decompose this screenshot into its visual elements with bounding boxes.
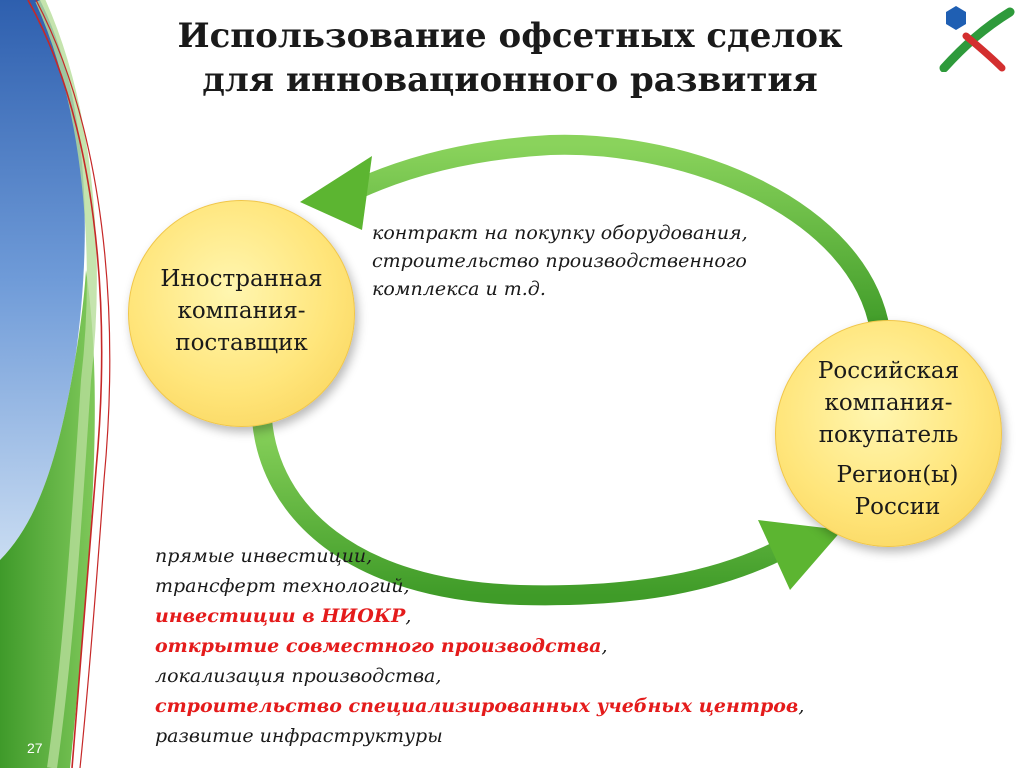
region-label-line: Регион(ы) (836, 462, 959, 488)
top-arrowhead (300, 156, 372, 230)
title-line-1: Использование офсетных сделок (177, 16, 843, 56)
list-item-suffix: , (798, 695, 805, 717)
list-item-highlight-text: строительство специализированных учебных… (155, 695, 799, 717)
list-item: инвестиции в НИОКР, (155, 601, 875, 631)
investment-list: прямые инвестиции, трансферт технологий, и… (155, 541, 875, 751)
list-item-highlight-text: открытие совместного производства (155, 635, 602, 657)
list-item-text: развитие инфраструктуры (155, 725, 443, 747)
list-item: трансферт технологий, (155, 571, 875, 601)
list-item: прямые инвестиции, (155, 541, 875, 571)
supplier-label: Иностранная компания- поставщик (129, 201, 354, 359)
region-label: Регион(ы) России (776, 459, 1001, 523)
supplier-label-line: компания- (177, 298, 306, 324)
bottom-arrow-body (252, 410, 790, 606)
list-item-highlight-text: инвестиции в НИОКР (155, 605, 406, 627)
list-item-text: трансферт технологий, (155, 575, 410, 597)
page-title: Использование офсетных сделок для иннова… (150, 14, 870, 102)
bottom-arrowhead (758, 520, 842, 590)
list-item-suffix: , (405, 605, 412, 627)
list-item: строительство специализированных учебных… (155, 691, 875, 721)
left-decorative-band (0, 0, 111, 768)
list-item-text: прямые инвестиции, (155, 545, 373, 567)
list-item: открытие совместного производства, (155, 631, 875, 661)
buyer-label-line: покупатель (818, 422, 959, 448)
page-number: 27 (27, 740, 43, 756)
company-logo-icon (939, 6, 1015, 72)
buyer-label-line: Российская (817, 358, 960, 384)
contract-note-line: строительство производственного (372, 250, 747, 272)
list-item-suffix: , (601, 635, 608, 657)
title-line-2: для инновационного развития (202, 60, 818, 100)
buyer-circle: Российская компания- покупатель Регион(ы… (775, 320, 1002, 547)
contract-note: контракт на покупку оборудования, строит… (372, 219, 812, 303)
supplier-label-line: поставщик (175, 330, 308, 356)
contract-note-line: комплекса и т.д. (372, 278, 546, 300)
buyer-label-line: компания- (824, 390, 953, 416)
top-arrow-body (350, 134, 890, 340)
contract-note-line: контракт на покупку оборудования, (372, 222, 748, 244)
list-item-text: локализация производства, (155, 665, 442, 687)
region-label-line: России (854, 494, 941, 520)
list-item: развитие инфраструктуры (155, 721, 875, 751)
supplier-circle: Иностранная компания- поставщик (128, 200, 355, 427)
list-item: локализация производства, (155, 661, 875, 691)
supplier-label-line: Иностранная (160, 266, 323, 292)
buyer-label: Российская компания- покупатель (776, 321, 1001, 451)
